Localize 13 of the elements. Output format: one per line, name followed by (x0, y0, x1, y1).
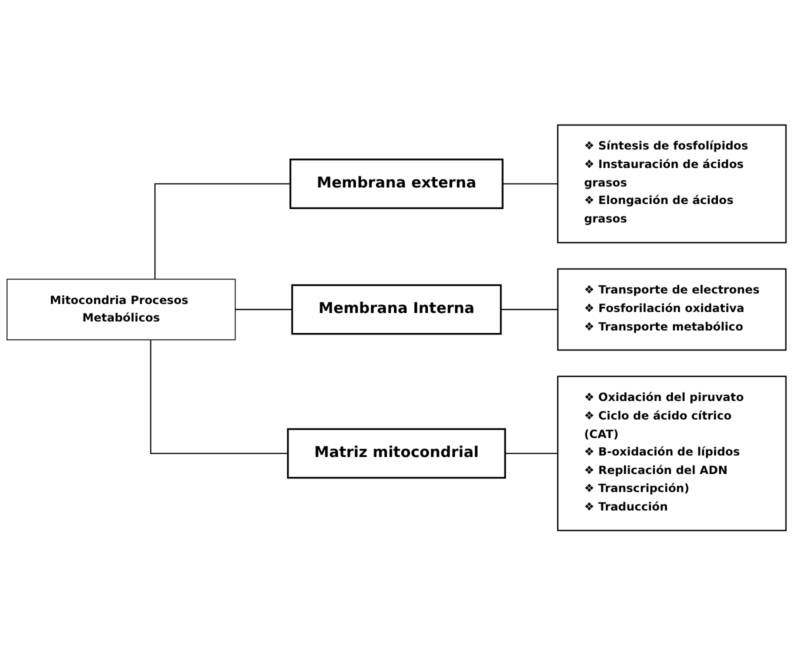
connector (234, 309, 292, 310)
connector (502, 183, 558, 185)
connector (154, 183, 290, 280)
node-box: ❖ Oxidación del piruvato ❖ Ciclo de ácido cítrico (CAT) ❖ B-oxidación de lípidos ❖ Replicación del ADN ❖ Transcripción) ❖ Traducción (557, 376, 787, 532)
node-box: ❖ Síntesis de fosfolípidos ❖ Instauración de ácidos grasos ❖ Elongación de ácidos grasos (557, 124, 787, 244)
connector (150, 340, 288, 454)
node-box: Membrana Interna (291, 284, 502, 335)
node-box: ❖ Transporte de electrones ❖ Fosforilación oxidativa ❖ Transporte metabólico (557, 268, 787, 351)
connector (500, 309, 558, 310)
node-box: Membrana externa (290, 158, 504, 210)
node-box: Matriz mitocondrial (287, 428, 506, 479)
node-box: Mitocondria Procesos Metabólicos (6, 279, 236, 340)
connector (504, 453, 558, 454)
